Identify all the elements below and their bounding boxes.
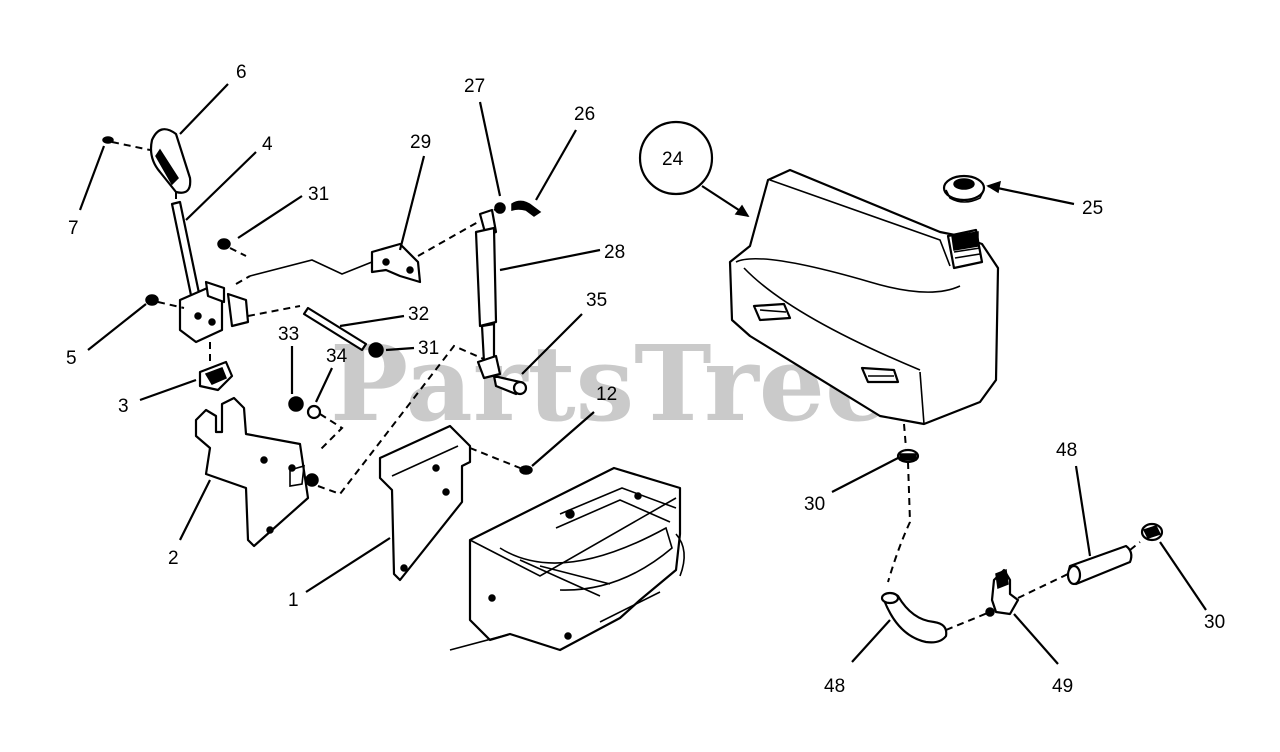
callout-12: 12 — [596, 384, 617, 405]
callout-48-upper: 48 — [1056, 440, 1077, 461]
callout-35: 35 — [586, 290, 607, 311]
part-7-pin — [102, 136, 151, 151]
tank-filler-neck — [946, 228, 984, 270]
part-4-lever — [170, 192, 202, 302]
part-3-bushing — [198, 342, 234, 392]
part-48-hose-lower — [880, 591, 948, 644]
callout-30-upper: 30 — [804, 494, 825, 515]
callout-31-lower: 31 — [418, 338, 439, 359]
callout-3: 3 — [118, 396, 129, 417]
callout-5: 5 — [66, 348, 77, 369]
callout-34: 34 — [326, 346, 348, 367]
part-32-rod — [247, 305, 368, 352]
part-2-bracket — [194, 396, 319, 548]
callout-24: 24 — [662, 149, 684, 170]
callout-32: 32 — [408, 304, 429, 325]
part-1-bracket — [378, 424, 521, 582]
callout-29: 29 — [410, 132, 431, 153]
callout-33: 33 — [278, 324, 299, 345]
callout-31-upper: 31 — [308, 184, 329, 205]
part-25-fuel-cap — [942, 174, 986, 203]
callout-25: 25 — [1082, 198, 1103, 219]
callout-26: 26 — [574, 104, 595, 125]
part-30-clamp-right — [1140, 522, 1164, 542]
part-33-nut — [288, 396, 304, 412]
callout-1: 1 — [288, 590, 299, 611]
part-31-nut-lower — [368, 342, 384, 358]
part-5-bolt — [145, 294, 185, 309]
callout-4: 4 — [262, 134, 273, 155]
callout-49: 49 — [1052, 676, 1073, 697]
part-31-nut-upper — [217, 238, 247, 257]
part-28-strut — [474, 208, 502, 380]
part-24-fuel-tank — [728, 168, 1000, 426]
callout-27: 27 — [464, 76, 485, 97]
part-29-bracket — [370, 221, 479, 284]
leader-lines — [78, 83, 1207, 665]
callout-6: 6 — [236, 62, 247, 83]
callout-28: 28 — [604, 242, 625, 263]
part-27-clip — [493, 202, 506, 214]
callout-2: 2 — [168, 548, 179, 569]
part-26-pin — [511, 200, 542, 217]
linkage-rod-upper — [235, 259, 373, 285]
callout-48-lower: 48 — [824, 676, 845, 697]
callout-7: 7 — [68, 218, 79, 239]
part-48-hose-upper — [1066, 541, 1141, 586]
part-35-bolt — [492, 374, 528, 396]
part-6-knob — [149, 128, 192, 194]
frame-chassis — [449, 466, 685, 652]
callout-30-right: 30 — [1204, 612, 1225, 633]
part-49-valve — [945, 568, 1069, 631]
part-30-clamp-upper — [887, 423, 920, 583]
part-12-screw — [519, 465, 533, 475]
lever-base-bracket — [178, 280, 250, 344]
part-34-washer — [306, 404, 344, 451]
